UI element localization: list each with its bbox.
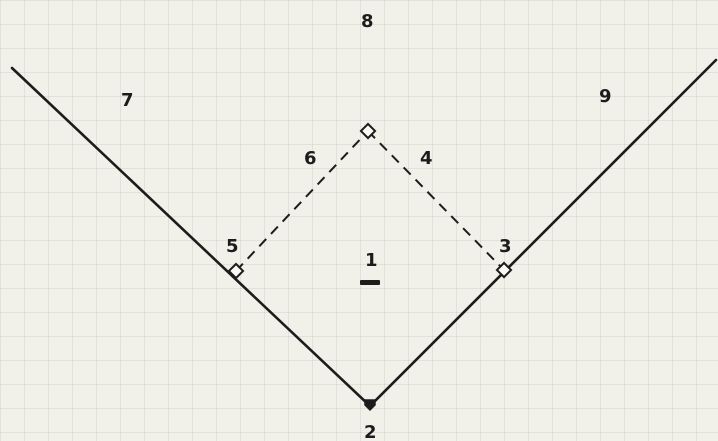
home-plate [364,399,376,412]
position-label-2: 2 [364,422,377,441]
position-label-7: 7 [121,90,134,111]
pitchers-rubber [360,280,380,285]
second-base [359,122,377,140]
position-label-8: 8 [361,11,374,32]
position-label-3: 3 [499,236,512,257]
first-base [495,261,513,279]
basepath-second-to-first [367,130,505,271]
basepath-third-to-second [235,130,369,272]
third-base [227,262,245,280]
position-label-9: 9 [599,86,612,107]
position-label-4: 4 [420,148,433,169]
position-label-5: 5 [226,236,239,257]
position-label-6: 6 [304,148,317,169]
right-foul-line [368,58,718,408]
left-foul-line [10,66,372,408]
position-label-1: 1 [365,250,378,271]
